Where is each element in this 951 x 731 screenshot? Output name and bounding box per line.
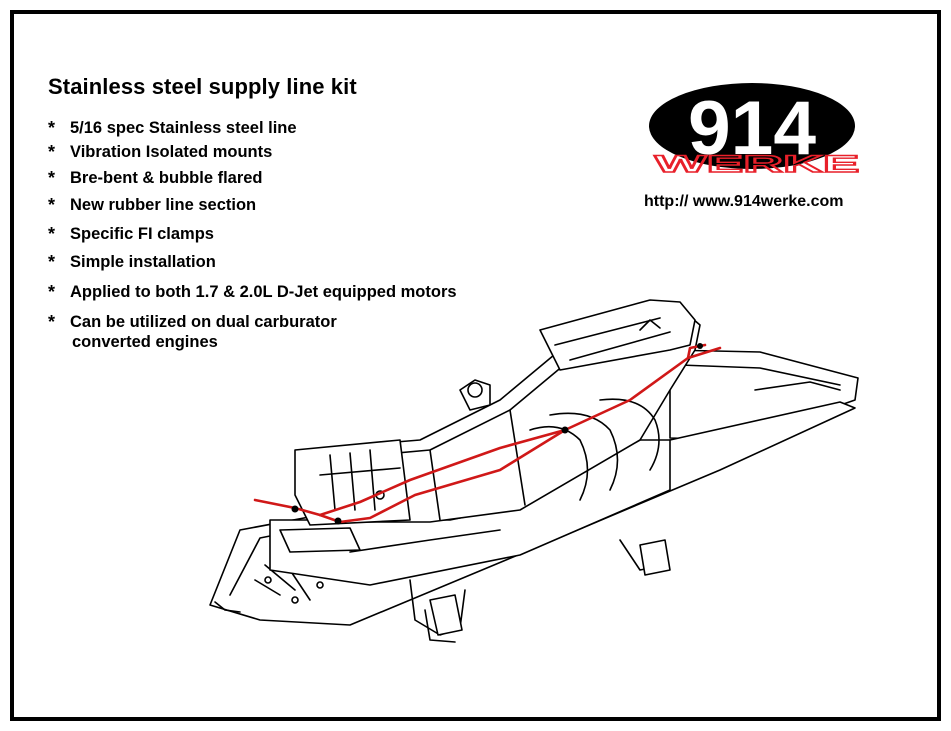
bullet-star: * xyxy=(48,142,56,162)
bullet-star: * xyxy=(48,312,56,332)
feature-item: *New rubber line section xyxy=(48,195,257,215)
fuel-supply-line xyxy=(253,343,722,525)
page-title: Stainless steel supply line kit xyxy=(48,74,357,99)
feature-item: *Bre-bent & bubble flared xyxy=(48,168,263,188)
feature-item: *Applied to both 1.7 & 2.0L D-Jet equipp… xyxy=(48,282,457,302)
engine-fuel-line-drawing xyxy=(209,299,859,643)
logo-number: 914 xyxy=(688,86,816,171)
feature-item: *Simple installation xyxy=(48,252,216,272)
bullet-star: * xyxy=(48,252,56,272)
feature-item: *Vibration Isolated mounts xyxy=(48,142,273,162)
914-werke-logo: 914 WERKE xyxy=(649,83,860,179)
line-clamp xyxy=(561,426,569,434)
bullet-star: * xyxy=(48,224,56,244)
engine-illustration xyxy=(209,299,859,643)
feature-item-continued: converted engines xyxy=(72,333,218,351)
feature-item: *Specific FI clamps xyxy=(48,224,214,244)
line-clamp xyxy=(291,505,299,513)
website-url: http:// www.914werke.com xyxy=(644,193,844,210)
bullet-star: * xyxy=(48,195,56,215)
line-clamp xyxy=(334,517,342,525)
logo-brand: WERKE xyxy=(655,151,860,178)
line-clamp xyxy=(697,343,703,349)
bullet-star: * xyxy=(48,168,56,188)
bullet-star: * xyxy=(48,118,56,138)
logo-oval xyxy=(649,83,855,169)
feature-item: *Can be utilized on dual carburator xyxy=(48,312,337,332)
feature-item: *5/16 spec Stainless steel line xyxy=(48,118,297,138)
bullet-star: * xyxy=(48,282,56,302)
